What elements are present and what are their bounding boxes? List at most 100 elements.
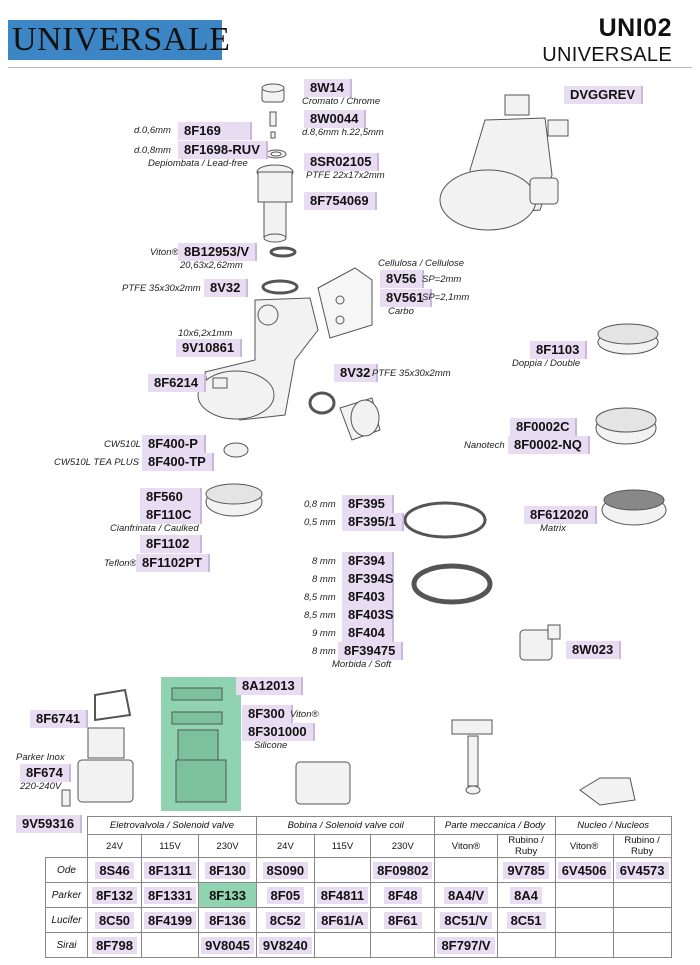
subheader-cell: Viton® bbox=[554, 834, 614, 858]
table-row: Ode 8S46 8F1311 8F130 8S090 8F09802 9V78… bbox=[45, 857, 672, 883]
part-8F1102PT-note: Teflon® bbox=[104, 558, 137, 569]
table-cell[interactable]: 8F1311 bbox=[140, 857, 200, 883]
table-cell[interactable]: 8F136 bbox=[198, 907, 257, 933]
table-cell[interactable]: 8F61 bbox=[370, 907, 436, 933]
table-cell[interactable]: 8F4811 bbox=[313, 882, 372, 908]
part-8F110C[interactable]: 8F110C bbox=[140, 506, 202, 524]
part-8F394[interactable]: 8F394 bbox=[342, 552, 394, 570]
table-cell[interactable]: 8S46 bbox=[87, 857, 142, 883]
table-cell bbox=[434, 857, 498, 883]
part-9V59316[interactable]: 9V59316 bbox=[16, 815, 83, 833]
table-cell[interactable]: 8F797/V bbox=[434, 932, 498, 958]
table-cell[interactable]: 8F61/A bbox=[313, 907, 372, 933]
table-cell[interactable]: 9V8045 bbox=[198, 932, 257, 958]
part-8F300-note: Viton® bbox=[290, 709, 319, 720]
part-8W0044[interactable]: 8W0044 bbox=[304, 110, 367, 128]
part-8F1698-RUV[interactable]: 8F1698-RUV bbox=[178, 141, 268, 159]
part-8F169-note: d.0,6mm bbox=[134, 125, 171, 136]
part-8F0002-NQ[interactable]: 8F0002-NQ bbox=[508, 436, 590, 454]
table-cell[interactable]: 8F1331 bbox=[140, 882, 200, 908]
part-8V56-head: Cellulosa / Cellulose bbox=[378, 258, 465, 269]
table-cell[interactable]: 6V4573 bbox=[612, 857, 672, 883]
table-row: Lucifer 8C50 8F4199 8F136 8C52 8F61/A 8F… bbox=[45, 907, 672, 933]
table-cell[interactable]: 8F798 bbox=[87, 932, 142, 958]
table-cell[interactable]: 8F132 bbox=[87, 882, 142, 908]
corner-cell bbox=[46, 835, 88, 858]
part-8A12013[interactable]: 8A12013 bbox=[236, 677, 303, 695]
part-8F403[interactable]: 8F403 bbox=[342, 588, 394, 606]
part-8F612020[interactable]: 8F612020 bbox=[524, 506, 597, 524]
table-cell[interactable]: 8A4/V bbox=[434, 882, 498, 908]
model-name: UNIVERSALE bbox=[542, 44, 672, 66]
part-8F754069[interactable]: 8F754069 bbox=[304, 192, 377, 210]
part-8F0002NQ-note: Nanotech bbox=[464, 440, 505, 451]
part-8F6214[interactable]: 8F6214 bbox=[148, 374, 207, 392]
table-cell[interactable]: 8C52 bbox=[255, 907, 315, 933]
part-8V561[interactable]: 8V561 bbox=[380, 289, 432, 307]
part-8F400-P[interactable]: 8F400-P bbox=[142, 435, 206, 453]
part-8F1698-note2: Depiombata / Lead-free bbox=[148, 158, 248, 169]
part-8F1103-note: Doppia / Double bbox=[512, 358, 581, 369]
part-8F674-note2: 220-240V bbox=[20, 781, 62, 792]
header-divider bbox=[8, 67, 692, 68]
part-8F1102PT[interactable]: 8F1102PT bbox=[136, 554, 210, 572]
part-8W14-note: Cromato / Chrome bbox=[302, 96, 381, 107]
part-8F0002C[interactable]: 8F0002C bbox=[510, 418, 578, 436]
part-8SR02105[interactable]: 8SR02105 bbox=[304, 153, 380, 171]
part-DVGGREV[interactable]: DVGGREV bbox=[564, 86, 644, 104]
part-8F395[interactable]: 8F395 bbox=[342, 495, 394, 513]
part-8F39475[interactable]: 8F39475 bbox=[338, 642, 404, 660]
part-8F301000[interactable]: 8F301000 bbox=[242, 723, 315, 741]
table-cell[interactable]: 8A4 bbox=[496, 882, 556, 908]
table-cell[interactable]: 8S090 bbox=[255, 857, 315, 883]
part-8F674[interactable]: 8F674 bbox=[20, 764, 71, 782]
part-8V32-b[interactable]: 8V32 bbox=[334, 364, 379, 382]
part-8V56-note: SP=2mm bbox=[422, 274, 462, 285]
part-8F395-1[interactable]: 8F395/1 bbox=[342, 513, 404, 531]
part-8SR02105-note: PTFE 22x17x2mm bbox=[306, 170, 385, 181]
part-8F1103[interactable]: 8F1103 bbox=[530, 341, 588, 359]
part-9V10861[interactable]: 9V10861 bbox=[176, 339, 243, 357]
table-cell[interactable]: 8F130 bbox=[198, 857, 257, 883]
table-cell bbox=[140, 932, 200, 958]
part-8F110C-note: Cianfrinata / Caulked bbox=[110, 523, 199, 534]
table-cell-highlighted[interactable]: 8F133 bbox=[198, 882, 257, 908]
group-header: Eletrovalvola / Solenoid valve bbox=[87, 816, 257, 835]
table-cell[interactable]: 8C51 bbox=[496, 907, 556, 933]
part-8F1102[interactable]: 8F1102 bbox=[140, 535, 202, 553]
table-cell[interactable]: 6V4506 bbox=[554, 857, 614, 883]
part-8F560[interactable]: 8F560 bbox=[140, 488, 202, 506]
part-8F400-TP[interactable]: 8F400-TP bbox=[142, 453, 214, 471]
part-8V32[interactable]: 8V32 bbox=[204, 279, 249, 297]
part-8W023[interactable]: 8W023 bbox=[566, 641, 622, 659]
table-cell[interactable]: 8F48 bbox=[370, 882, 436, 908]
table-cell[interactable]: 8C51/V bbox=[434, 907, 498, 933]
subheader-cell: Rubino / Ruby bbox=[612, 834, 672, 858]
part-8F404[interactable]: 8F404 bbox=[342, 624, 394, 642]
part-8W14[interactable]: 8W14 bbox=[304, 79, 352, 97]
table-cell bbox=[554, 932, 614, 958]
part-8F400TP-note: CW510L TEA PLUS bbox=[54, 457, 140, 468]
table-cell bbox=[313, 932, 372, 958]
table-cell[interactable]: 8F09802 bbox=[370, 857, 436, 883]
part-8F1698-note: d.0,8mm bbox=[134, 145, 171, 156]
table-cell[interactable]: 8F4199 bbox=[140, 907, 200, 933]
subheader-cell: 115V bbox=[140, 834, 200, 858]
table-cell[interactable]: 8F05 bbox=[255, 882, 315, 908]
table-cell[interactable]: 9V785 bbox=[496, 857, 556, 883]
table-cell bbox=[313, 857, 372, 883]
part-8F403S[interactable]: 8F403S bbox=[342, 606, 394, 624]
table-cell[interactable]: 9V8240 bbox=[255, 932, 315, 958]
subheader-cell: 230V bbox=[370, 834, 436, 858]
part-8F403-note: 8,5 mm bbox=[304, 592, 336, 603]
part-8B12953-V[interactable]: 8B12953/V bbox=[178, 243, 258, 261]
part-8F6741[interactable]: 8F6741 bbox=[30, 710, 89, 728]
part-8F300[interactable]: 8F300 bbox=[242, 705, 293, 723]
group-header: Nucleo / Nucleos bbox=[554, 816, 672, 835]
subheader-cell: 115V bbox=[313, 834, 372, 858]
part-8F169[interactable]: 8F169 bbox=[178, 122, 252, 140]
table-cell[interactable]: 8C50 bbox=[87, 907, 142, 933]
part-8V56[interactable]: 8V56 bbox=[380, 270, 425, 288]
part-8F394S[interactable]: 8F394S bbox=[342, 570, 394, 588]
